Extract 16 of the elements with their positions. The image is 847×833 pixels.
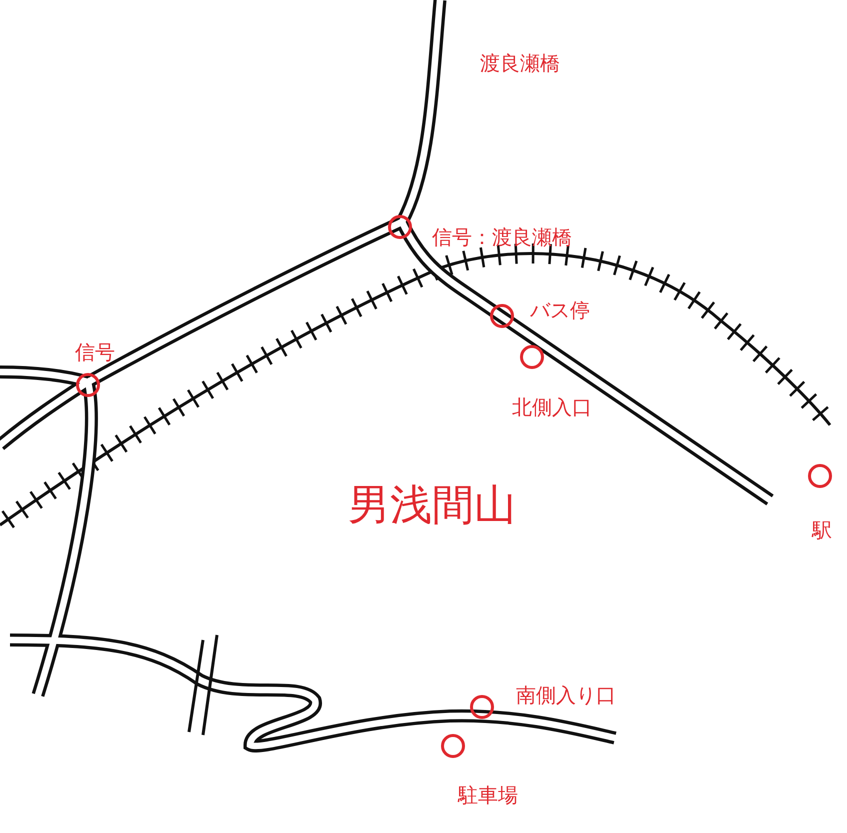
place-label: 駐車場 — [458, 784, 518, 806]
place-label: 信号：渡良瀬橋 — [432, 226, 572, 248]
marker-circle — [470, 695, 494, 719]
bridge-label: 渡良瀬橋 — [480, 52, 560, 74]
place-label: 駅 — [812, 519, 832, 541]
place-label: 南側入り口 — [516, 684, 616, 706]
marker-circle — [808, 464, 832, 488]
place-label: 信号 — [75, 341, 115, 363]
marker-circle — [441, 734, 465, 758]
marker-circle — [490, 304, 514, 328]
marker-circle — [520, 345, 544, 369]
marker-circle — [388, 215, 412, 239]
place-label: 北側入口 — [512, 396, 592, 418]
place-label: バス停 — [530, 299, 590, 321]
marker-circle — [76, 373, 100, 397]
mountain-label: 男浅間山 — [348, 482, 516, 528]
